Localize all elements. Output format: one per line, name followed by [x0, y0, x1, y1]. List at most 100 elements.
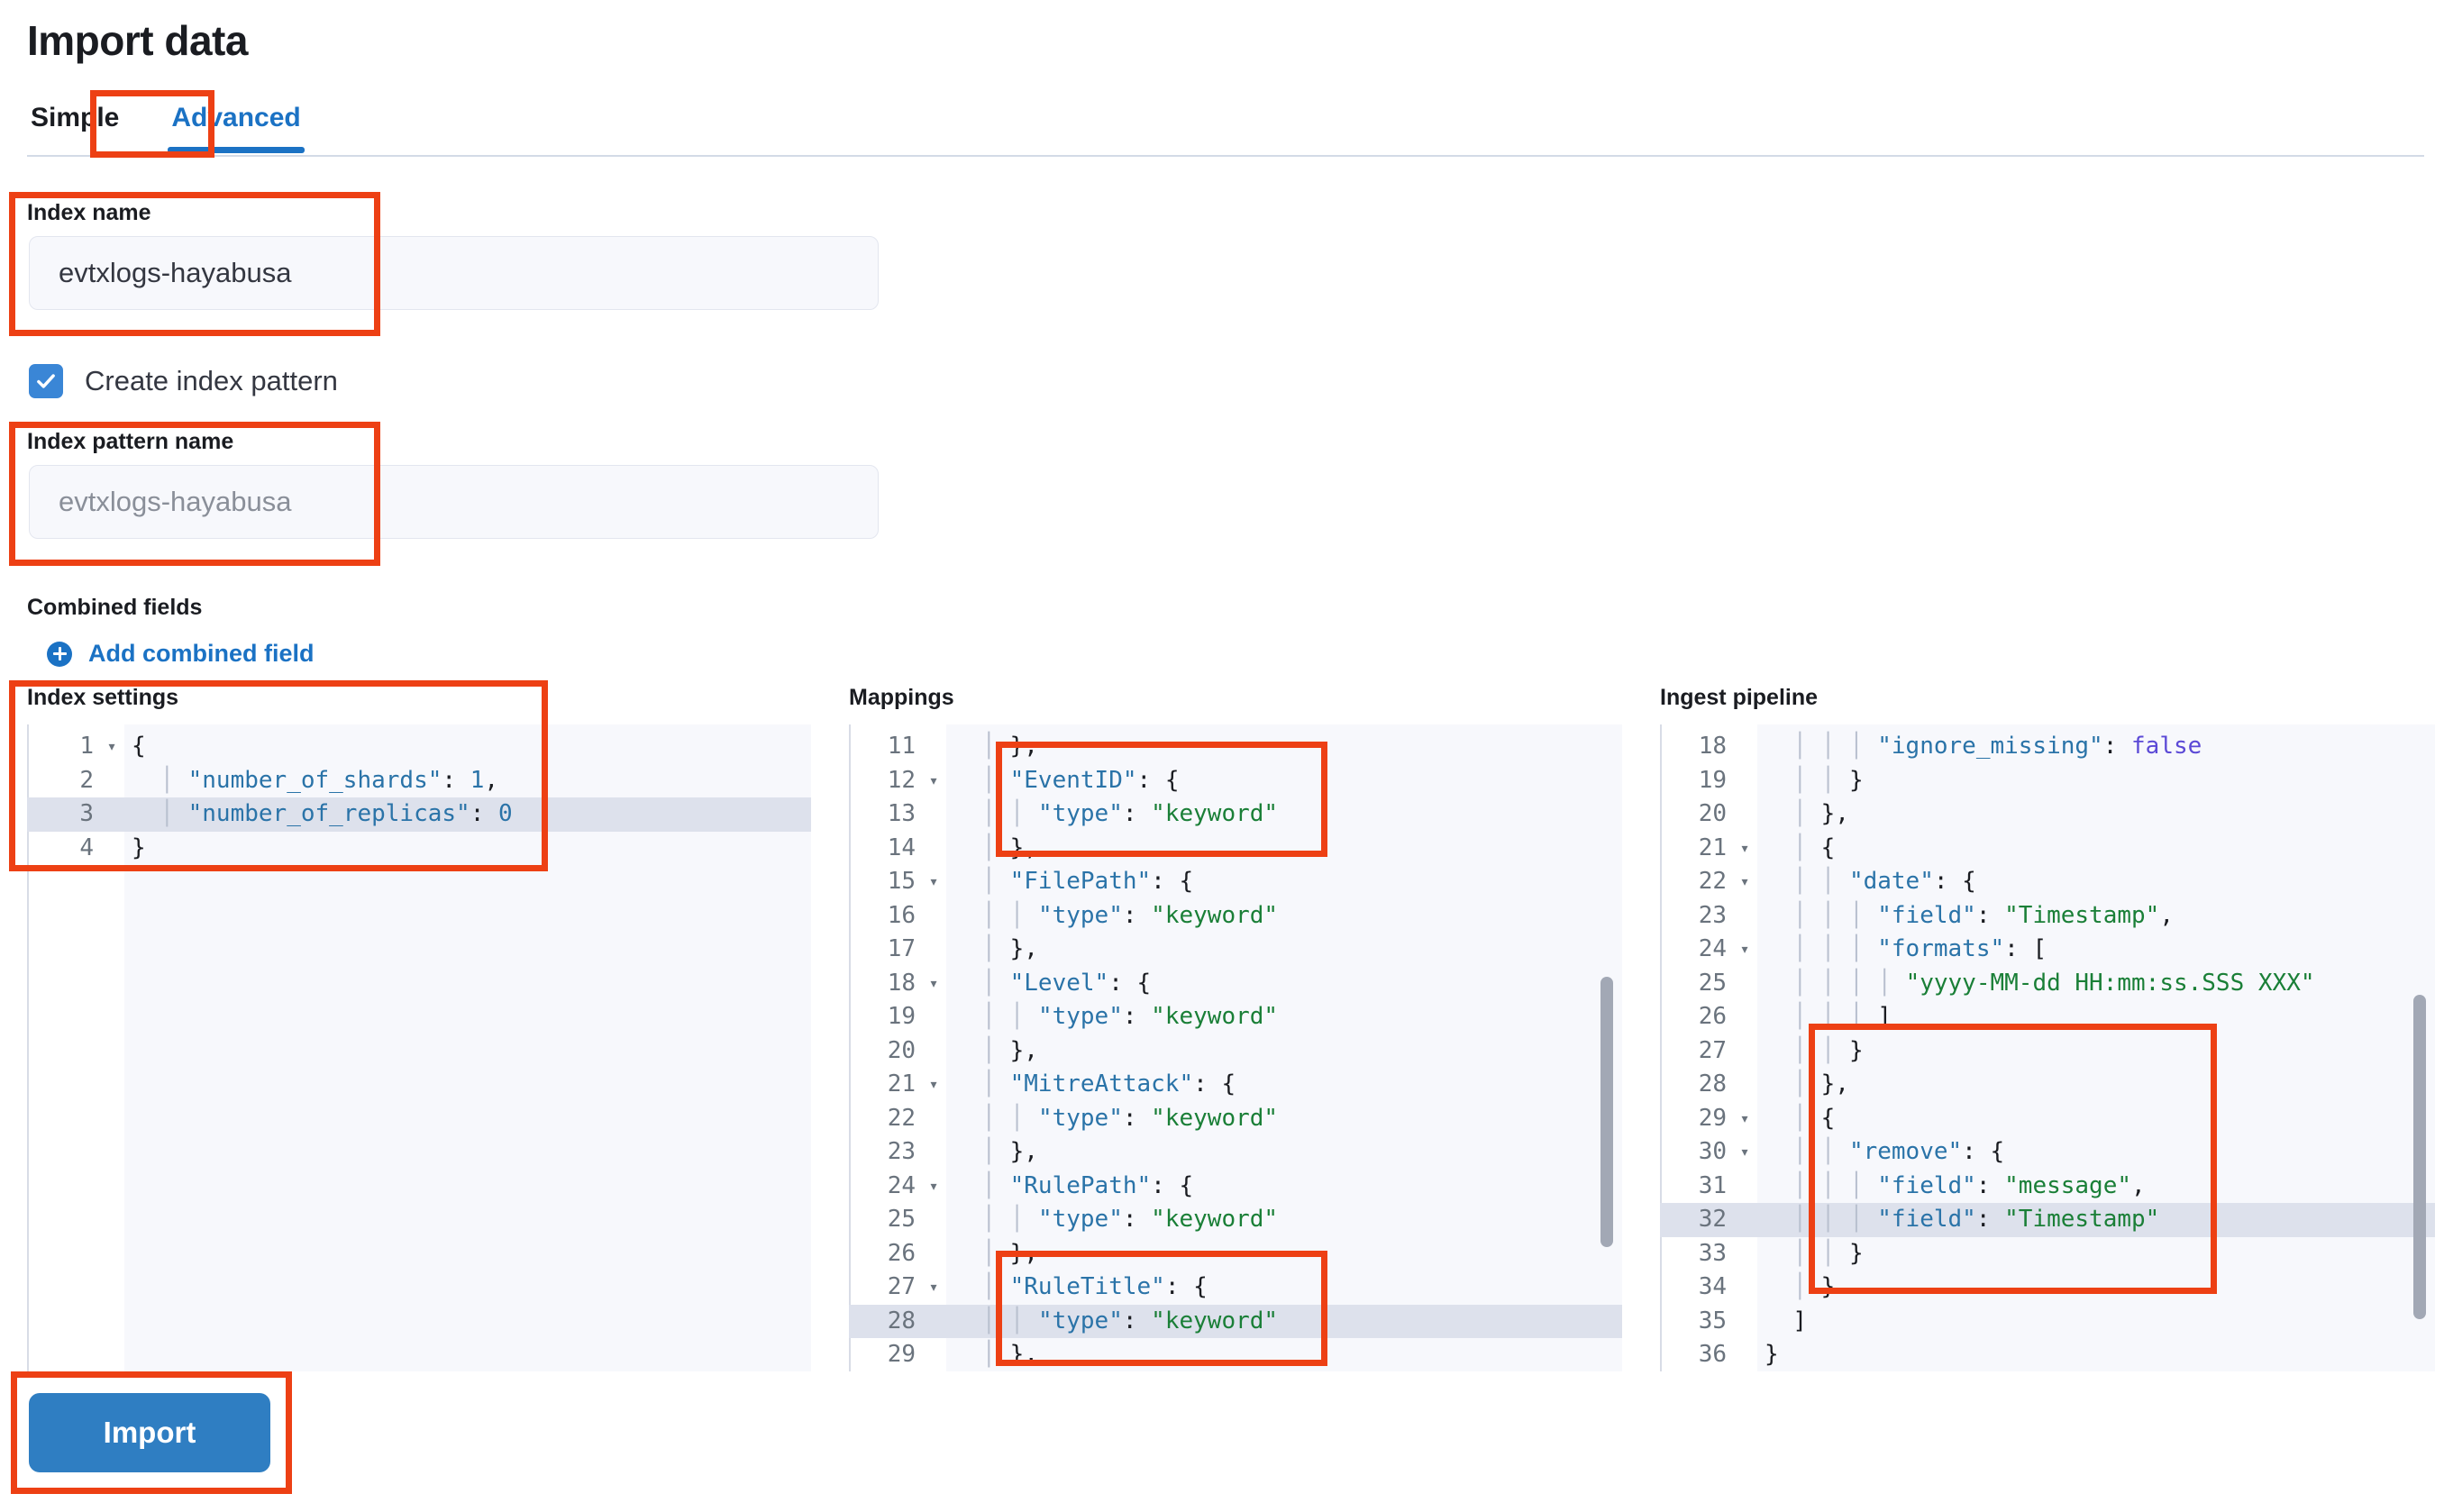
fold-toggle-icon[interactable]: ▾: [928, 1075, 939, 1094]
fold-toggle-icon[interactable]: ▾: [106, 737, 117, 756]
code-line: 36}: [1660, 1338, 2435, 1371]
code-line: 22 │ │ "type": "keyword": [849, 1102, 1622, 1136]
line-number: 12: [887, 766, 916, 794]
code-line: 27 │ │ }: [1660, 1034, 2435, 1069]
mappings-scrollbar[interactable]: [1600, 977, 1613, 1247]
code-line: 28 │ │ "type": "keyword": [849, 1304, 1622, 1339]
line-number: 3: [79, 800, 94, 827]
line-number: 14: [887, 833, 916, 861]
code-text: │ │ }: [1792, 766, 1864, 794]
line-number: 22: [1698, 868, 1727, 895]
add-combined-field-button[interactable]: Add combined field: [47, 640, 315, 668]
ingest-pipeline-column: Ingest pipeline 18 │ │ │ "ignore_missing…: [1660, 685, 2435, 1371]
mappings-column: Mappings 11 │ },12▾ │ "EventID": {13 │ │…: [849, 685, 1622, 1371]
code-text: │ },: [981, 833, 1038, 861]
index-name-input[interactable]: evtxlogs-hayabusa: [29, 236, 879, 310]
index-name-value: evtxlogs-hayabusa: [59, 257, 292, 288]
line-number: 4: [79, 833, 94, 861]
code-text: │ │ │ "formats": [: [1792, 935, 2047, 962]
code-line: 17 │ },: [849, 933, 1622, 967]
code-text: │ │ "type": "keyword": [981, 800, 1279, 827]
line-number: 20: [1698, 800, 1727, 827]
line-number: 28: [1698, 1070, 1727, 1098]
index-name-label: Index name: [27, 200, 151, 225]
code-text: │ │ "date": {: [1792, 868, 1976, 895]
code-line: 16 │ │ "type": "keyword": [849, 899, 1622, 934]
line-number: 19: [1698, 766, 1727, 794]
combined-fields-label: Combined fields: [27, 595, 203, 620]
mappings-editor[interactable]: 11 │ },12▾ │ "EventID": {13 │ │ "type": …: [849, 724, 1622, 1371]
line-number: 20: [887, 1036, 916, 1064]
fold-toggle-icon[interactable]: ▾: [928, 973, 939, 993]
code-line: 25 │ │ "type": "keyword": [849, 1203, 1622, 1237]
code-line: 18▾ │ "Level": {: [849, 967, 1622, 1001]
gutter-background: [849, 724, 946, 1371]
line-number: 33: [1698, 1239, 1727, 1267]
fold-toggle-icon[interactable]: ▾: [928, 872, 939, 891]
line-number: 23: [887, 1138, 916, 1165]
code-text: │ │ "type": "keyword": [981, 1104, 1279, 1132]
tab-advanced[interactable]: Advanced: [168, 99, 306, 153]
fold-toggle-icon[interactable]: ▾: [928, 1278, 939, 1297]
checkbox-checked-icon[interactable]: [29, 364, 63, 398]
line-number: 27: [1698, 1036, 1727, 1064]
index-settings-editor[interactable]: 1▾{2 │ "number_of_shards": 1,3 │ "number…: [27, 724, 811, 1371]
code-text: │ "Level": {: [981, 969, 1152, 997]
code-text: │ │ "remove": {: [1792, 1138, 2005, 1165]
code-line: 31 │ │ │ "field": "message",: [1660, 1170, 2435, 1204]
code-text: │ },: [981, 935, 1038, 962]
import-button[interactable]: Import: [29, 1393, 270, 1472]
mappings-code: 11 │ },12▾ │ "EventID": {13 │ │ "type": …: [849, 724, 1622, 1371]
code-line: 21▾ │ "MitreAttack": {: [849, 1068, 1622, 1102]
code-text: │ │ "type": "keyword": [981, 1206, 1279, 1233]
code-line: 24▾ │ │ │ "formats": [: [1660, 933, 2435, 967]
line-number: 21: [1698, 833, 1727, 861]
code-line: 27▾ │ "RuleTitle": {: [849, 1271, 1622, 1305]
code-text: │ │ "type": "keyword": [981, 1003, 1279, 1030]
code-line: 32 │ │ │ "field": "Timestamp": [1660, 1203, 2435, 1237]
fold-toggle-icon[interactable]: ▾: [1739, 838, 1750, 858]
code-line: 11 │ },: [849, 730, 1622, 764]
line-number: 25: [1698, 969, 1727, 997]
code-text: │ │ }: [1792, 1036, 1864, 1064]
index-pattern-name-input[interactable]: evtxlogs-hayabusa: [29, 465, 879, 539]
code-line: 3 │ "number_of_replicas": 0: [27, 797, 811, 832]
code-line: 35 ]: [1660, 1305, 2435, 1339]
editor-left-edge: [27, 724, 29, 1371]
editor-left-edge: [1660, 724, 1662, 1371]
fold-toggle-icon[interactable]: ▾: [928, 770, 939, 790]
code-line: 29 │ },: [849, 1338, 1622, 1371]
gutter-background: [1660, 724, 1757, 1371]
code-line: 26 │ },: [849, 1237, 1622, 1271]
code-line: 4}: [27, 832, 811, 866]
tab-simple[interactable]: Simple: [31, 103, 120, 132]
fold-toggle-icon[interactable]: ▾: [1739, 940, 1750, 959]
editor-left-edge: [849, 724, 851, 1371]
code-text: │ }: [1792, 1273, 1836, 1300]
fold-toggle-icon[interactable]: ▾: [1739, 872, 1750, 891]
line-number: 32: [1698, 1206, 1727, 1233]
fold-toggle-icon[interactable]: ▾: [1739, 1108, 1750, 1128]
code-text: │ │ │ "field": "Timestamp",: [1792, 901, 2174, 929]
code-line: 15▾ │ "FilePath": {: [849, 865, 1622, 899]
line-number: 23: [1698, 901, 1727, 929]
code-text: │ },: [981, 733, 1038, 760]
code-text: │ │ "type": "keyword": [981, 901, 1279, 929]
fold-toggle-icon[interactable]: ▾: [1739, 1143, 1750, 1161]
index-pattern-name-label: Index pattern name: [27, 429, 234, 454]
code-line: 1▾{: [27, 730, 811, 764]
line-number: 27: [887, 1273, 916, 1300]
line-number: 36: [1698, 1341, 1727, 1368]
code-text: │ },: [981, 1341, 1038, 1368]
ingest-pipeline-scrollbar[interactable]: [2413, 995, 2426, 1319]
code-line: 26 │ │ │ ]: [1660, 1000, 2435, 1034]
line-number: 25: [887, 1206, 916, 1233]
line-number: 11: [887, 733, 916, 760]
line-number: 19: [887, 1003, 916, 1030]
tab-bar: Simple Advanced: [27, 99, 2424, 157]
create-index-pattern-checkbox-row[interactable]: Create index pattern: [29, 364, 338, 398]
fold-toggle-icon[interactable]: ▾: [928, 1176, 939, 1196]
code-text: │ │ │ "field": "message",: [1792, 1171, 2146, 1199]
